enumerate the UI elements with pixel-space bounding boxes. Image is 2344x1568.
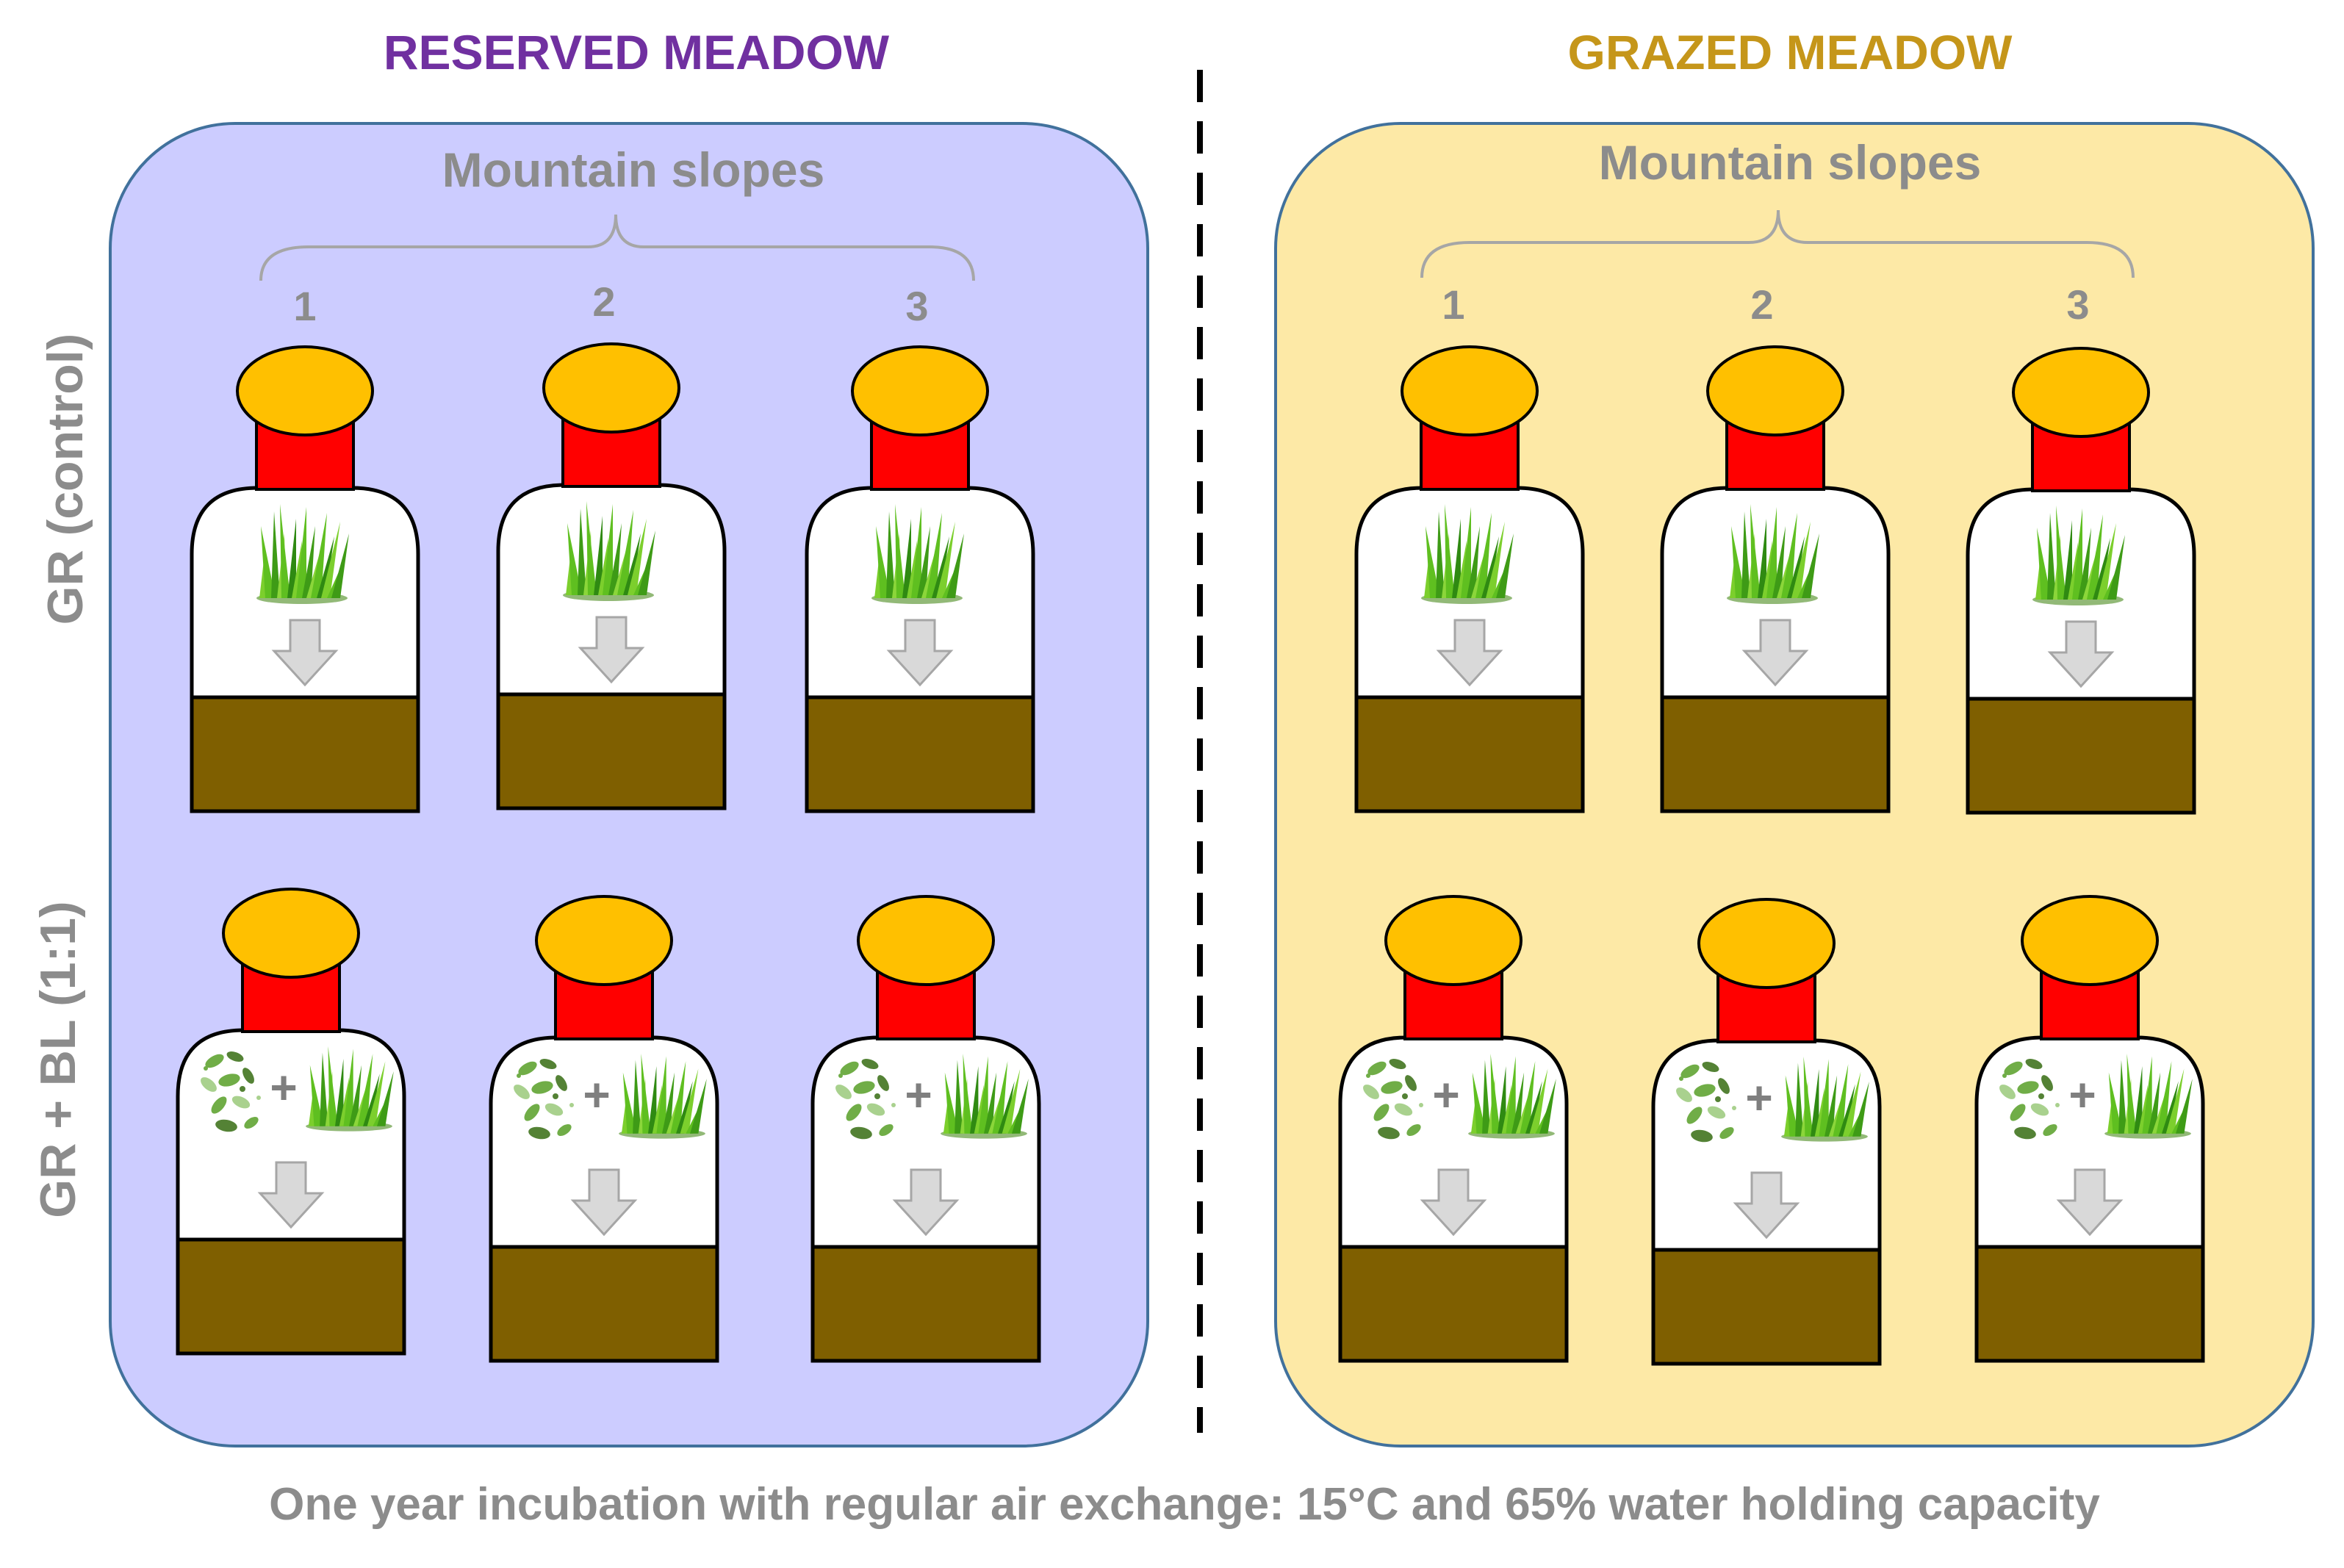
soil-layer <box>496 692 727 810</box>
plus-sign: + <box>2068 1068 2096 1121</box>
soil-layer <box>176 1237 406 1356</box>
jar-neck <box>241 963 341 1033</box>
control-row-label: GR (control) <box>37 334 93 625</box>
jar-cap <box>222 888 360 979</box>
jar-reserved-control-1 <box>190 345 420 813</box>
reserved-slopes-brace <box>259 214 975 281</box>
jar-grazed-mixed-2: + <box>1651 898 1882 1366</box>
grazed-slopes-brace <box>1420 209 2135 278</box>
down-arrow-icon <box>892 1168 960 1237</box>
soil-layer <box>190 695 420 813</box>
soil-layer <box>1338 1245 1569 1363</box>
grazed-slopes-label: Mountain slopes <box>1599 135 1982 190</box>
jar-cap <box>1706 345 1844 436</box>
jar-grazed-control-1 <box>1354 345 1585 813</box>
jar-cap <box>535 895 673 986</box>
down-arrow-icon <box>271 619 339 687</box>
down-arrow-icon <box>1420 1168 1487 1237</box>
soil-layer <box>805 695 1035 813</box>
soil-layer <box>1966 697 2196 815</box>
down-arrow-icon <box>1741 619 1809 687</box>
down-arrow-icon <box>257 1161 325 1229</box>
soil-layer <box>489 1245 719 1363</box>
jar-neck <box>255 420 355 491</box>
jar-grazed-control-3 <box>1966 347 2196 815</box>
incubation-caption: One year incubation with regular air exc… <box>269 1479 2100 1530</box>
down-arrow-icon <box>578 616 645 684</box>
down-arrow-icon <box>570 1168 638 1237</box>
soil-layer <box>1974 1245 2205 1363</box>
jar-cap <box>2021 895 2159 986</box>
soil-layer <box>1651 1248 1882 1366</box>
reserved-slope-number-1: 1 <box>293 283 316 329</box>
jar-cap <box>2012 347 2150 438</box>
jar-cap <box>1401 345 1539 436</box>
jar-reserved-mixed-2: + <box>489 895 719 1363</box>
jar-grazed-control-2 <box>1660 345 1891 813</box>
down-arrow-icon <box>1733 1171 1800 1240</box>
grazed-slope-number-3: 3 <box>2066 281 2089 328</box>
soil-layer <box>1354 695 1585 813</box>
jar-reserved-mixed-3: + <box>810 895 1041 1363</box>
down-arrow-icon <box>886 619 954 687</box>
jar-cap <box>857 895 995 986</box>
plus-sign: + <box>1745 1071 1772 1124</box>
jar-cap <box>1697 898 1836 989</box>
jar-cap <box>1384 895 1522 986</box>
grazed-slope-number-2: 2 <box>1750 281 1773 328</box>
jar-cap <box>851 345 989 436</box>
jar-cap <box>236 345 374 436</box>
plus-sign: + <box>583 1068 610 1121</box>
plus-sign: + <box>270 1061 297 1114</box>
reserved-slope-number-3: 3 <box>905 283 928 329</box>
jar-reserved-control-3 <box>805 345 1035 813</box>
down-arrow-icon <box>1436 619 1503 687</box>
grazed-meadow-title: GRAZED MEADOW <box>1568 25 2013 79</box>
soil-layer <box>810 1245 1041 1363</box>
down-arrow-icon <box>2056 1168 2124 1237</box>
soil-layer <box>1660 695 1891 813</box>
jar-reserved-mixed-1: + <box>176 888 406 1356</box>
jar-grazed-mixed-1: + <box>1338 895 1569 1363</box>
reserved-slopes-label: Mountain slopes <box>442 143 825 197</box>
grazed-slope-number-1: 1 <box>1442 281 1464 328</box>
jar-cap <box>542 342 680 434</box>
plus-sign: + <box>1432 1068 1459 1121</box>
reserved-slope-number-2: 2 <box>592 278 615 325</box>
mixed-row-label: GR + BL (1:1) <box>30 901 86 1218</box>
incubation-jars: + + + + + + <box>176 342 2205 1366</box>
down-arrow-icon <box>2047 620 2115 688</box>
jar-grazed-mixed-3: + <box>1974 895 2205 1363</box>
jar-reserved-control-2 <box>496 342 727 810</box>
reserved-meadow-title: RESERVED MEADOW <box>384 25 890 79</box>
plus-sign: + <box>905 1068 932 1121</box>
